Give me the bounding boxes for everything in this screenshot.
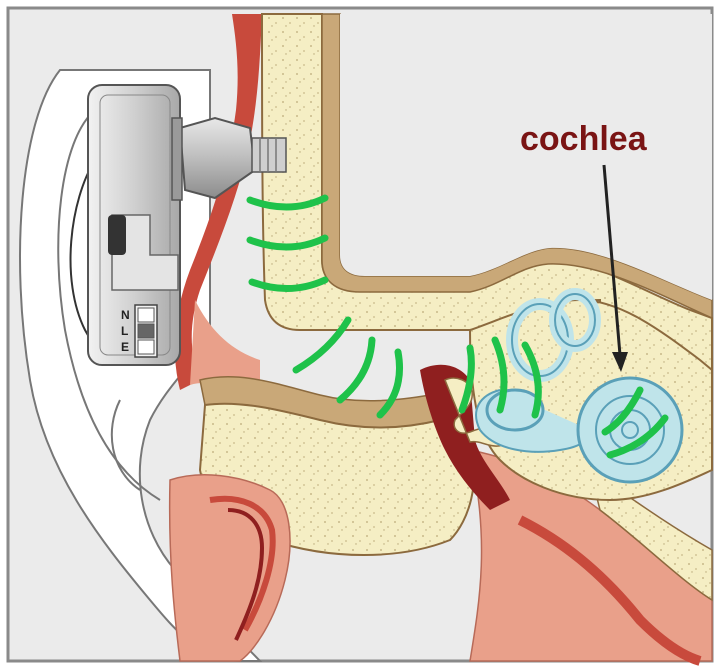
- switch-letter-1: L: [121, 324, 128, 338]
- device-switch-knob: [108, 215, 126, 255]
- switch-letter-0: N: [121, 308, 130, 322]
- switch-letter-2: E: [121, 340, 129, 354]
- cochlea-label: cochlea: [520, 120, 648, 158]
